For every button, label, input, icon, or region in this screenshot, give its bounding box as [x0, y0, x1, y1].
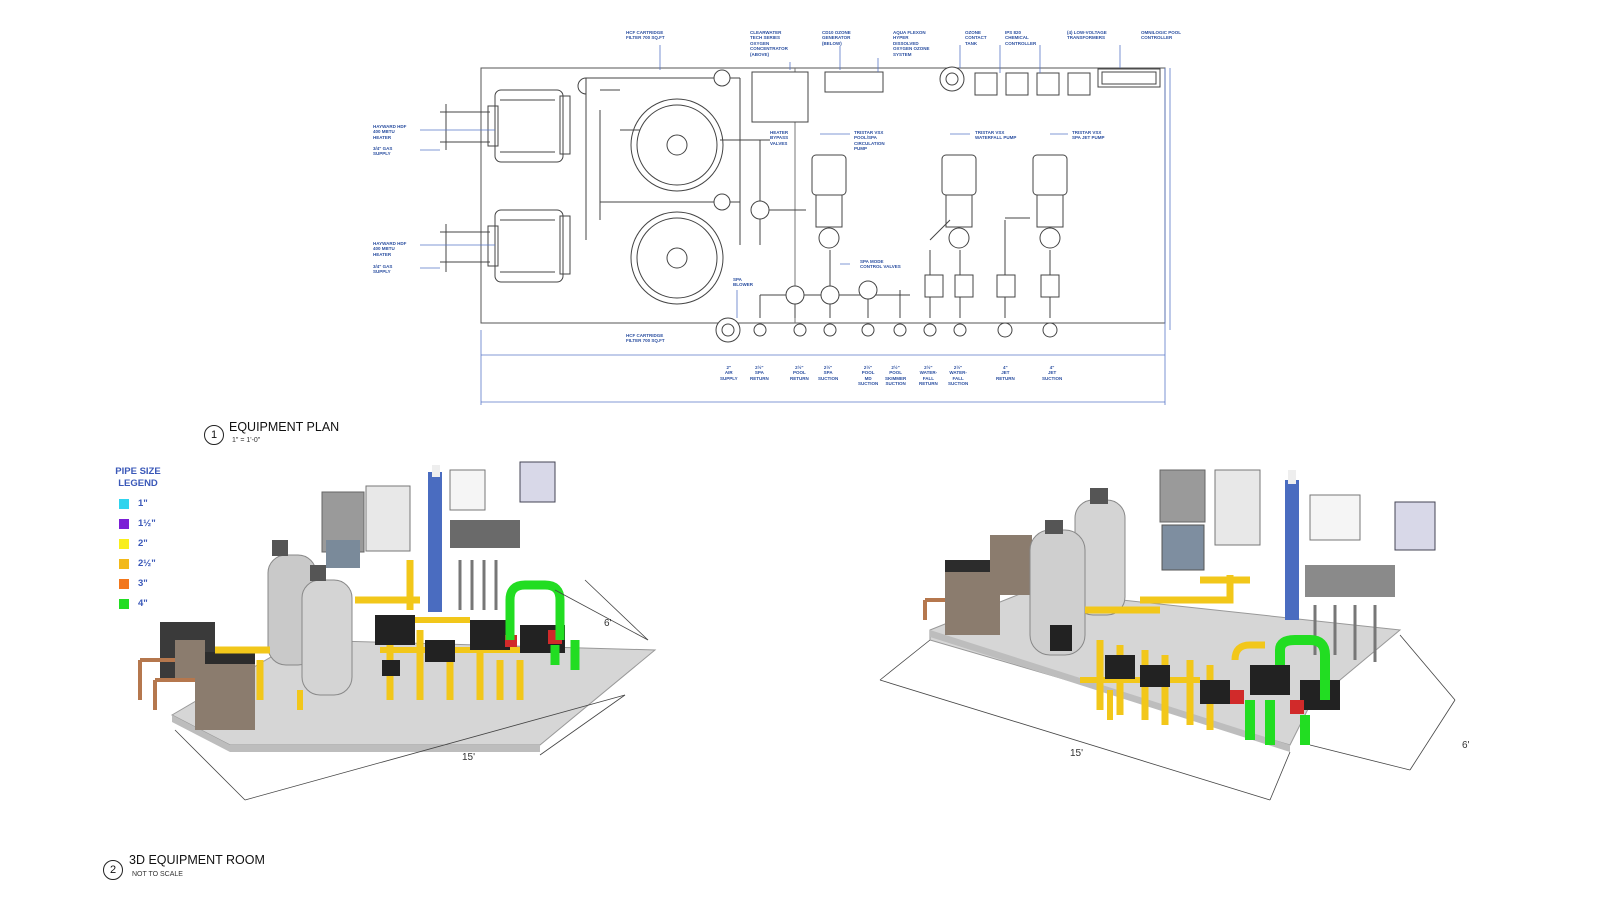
label-jet-return: 4" JET RETURN — [996, 365, 1015, 381]
legend-item-4in: 4" — [119, 597, 148, 610]
plan-scale: 1" = 1'-0" — [232, 437, 261, 444]
room-number: 2 — [103, 860, 123, 880]
label-pool-return: 2½" POOL RETURN — [790, 365, 809, 381]
callout-oxygen-concentrator: CLEARWATER TECH SERIES OXYGEN CONCENTRAT… — [750, 30, 788, 57]
oxygen-concentrator — [751, 71, 809, 123]
room-title: 3D EQUIPMENT ROOM — [129, 853, 265, 867]
dim-length-left: 15' — [462, 752, 476, 763]
legend-label: 2½" — [138, 558, 156, 569]
room-subtitle: NOT TO SCALE — [132, 871, 183, 878]
callout-circulation-pump: TRISTAR VSX POOL/SPA CIRCULATION PUMP — [854, 130, 885, 152]
callout-spa-blower: SPA BLOWER — [733, 277, 753, 288]
callout-waterfall-pump: TRISTAR VSX WATERFALL PUMP — [975, 130, 1017, 141]
label-waterfall-return: 2½" WATER- FALL RETURN — [919, 365, 938, 387]
legend-swatch — [119, 578, 129, 589]
callout-ozone-contact-tank: OZONE CONTACT TANK — [965, 30, 987, 46]
legend-title: PIPE SIZE LEGEND — [115, 466, 161, 489]
label-skimmer-suction: 2½" POOL SKIMMER SUCTION — [885, 365, 907, 387]
dim-width-left: 6' — [604, 618, 612, 629]
callout-heater-1: HAYWARD HDF 400 MBTU HEATER — [373, 124, 407, 140]
spa-blower — [715, 317, 741, 343]
callout-omnilogic: OMNILOGIC POOL CONTROLLER — [1141, 30, 1181, 41]
legend-label: 1" — [138, 498, 148, 509]
legend-item-2in: 2" — [119, 537, 148, 550]
dim-width-right: 6' — [1462, 740, 1470, 751]
legend-label: 4" — [138, 598, 148, 609]
callout-hcf-filter-top: HCF CARTRIDGE FILTER 700 SQ.FT — [626, 30, 665, 41]
ozone-contact-tank — [939, 66, 965, 92]
callout-spa-mode-valves: SPA MODE CONTROL VALVES — [860, 259, 901, 270]
callout-hcf-filter-bottom: HCF CARTRIDGE FILTER 700 SQ.FT — [626, 333, 665, 344]
ozone-generator — [824, 71, 884, 93]
callout-gas-supply-1: 3/4" GAS SUPPLY — [373, 146, 393, 157]
pump-circulation — [811, 154, 847, 249]
legend-label: 2" — [138, 538, 148, 549]
legend-item-1-5in: 1½" — [119, 517, 156, 530]
callout-gas-supply-2: 3/4" GAS SUPPLY — [373, 264, 393, 275]
dim-length-right: 15' — [1070, 748, 1084, 759]
label-spa-return: 2½" SPA RETURN — [750, 365, 769, 381]
heater-1 — [487, 89, 571, 163]
plan-title: EQUIPMENT PLAN — [229, 420, 340, 434]
3d-view-left — [138, 461, 657, 801]
label-waterfall-suction: 2½" WATER- FALL SUCTION — [948, 365, 969, 387]
pump-spa-jet — [1032, 154, 1068, 249]
callout-aqua-flexon: AQUA FLEXON HYPER DISSOLVED OXYGEN OZONE… — [893, 30, 930, 57]
legend-label: 1½" — [138, 518, 156, 529]
filter-2 — [630, 211, 724, 305]
callout-transformers: (4) LOW-VOLTAGE TRANSFORMERS — [1067, 30, 1107, 41]
legend-item-3in: 3" — [119, 577, 148, 590]
callout-ozone-generator: CD10 OZONE GENERATOR (BELOW) — [822, 30, 851, 46]
label-air-supply: 2" AIR SUPPLY — [720, 365, 738, 381]
callout-ips-controller: IPS 820 CHEMICAL CONTROLLER — [1005, 30, 1037, 46]
callout-heater-2: HAYWARD HDF 400 MBTU HEATER — [373, 241, 407, 257]
legend-swatch — [119, 498, 129, 509]
legend-label: 3" — [138, 578, 148, 589]
omnilogic-controller — [1097, 68, 1161, 88]
label-pool-md-suction: 2½" POOL MD SUCTION — [858, 365, 879, 387]
heater-2 — [487, 209, 571, 283]
callout-spa-jet-pump: TRISTAR VSX SPA JET PUMP — [1072, 130, 1105, 141]
legend-item-2-5in: 2½" — [119, 557, 156, 570]
legend-swatch — [119, 598, 129, 609]
legend-swatch — [119, 558, 129, 569]
legend-swatch — [119, 518, 129, 529]
plan-number: 1 — [204, 425, 224, 445]
legend-item-1in: 1" — [119, 497, 148, 510]
3d-view-right — [879, 469, 1456, 801]
filter-1 — [630, 98, 724, 192]
label-spa-suction: 2½" SPA SUCTION — [818, 365, 839, 381]
legend-swatch — [119, 538, 129, 549]
label-jet-suction: 4" JET SUCTION — [1042, 365, 1063, 381]
callout-heater-bypass: HEATER BYPASS VALVES — [770, 130, 789, 146]
pump-waterfall — [941, 154, 977, 249]
